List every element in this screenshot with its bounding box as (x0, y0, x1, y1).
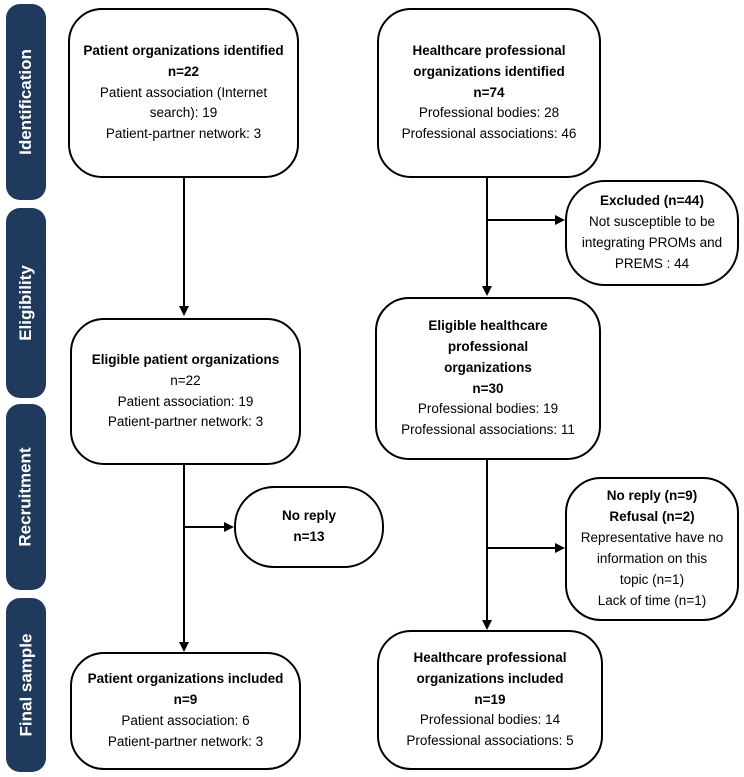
hcp-included-title1: Healthcare professional (413, 649, 567, 665)
hcp-identified-title1: Healthcare professional (412, 42, 566, 58)
patient-included-line2: Patient-partner network: 3 (107, 733, 264, 749)
patient-eligible-count: n=22 (170, 372, 201, 388)
patient-eligible-line1: Patient association: 19 (117, 393, 254, 409)
patient-included-title: Patient organizations included (87, 671, 284, 687)
hcp-organizations-identified-box: Healthcare professional organizations id… (377, 8, 601, 178)
no-reply-hcp-title1: No reply (n=9) (606, 488, 698, 504)
excluded-line3: PREMS : 44 (614, 255, 690, 271)
no-reply-hcp-line3: topic (n=1) (619, 571, 685, 587)
no-reply-patient-box: No reply n=13 (234, 486, 384, 568)
patient-identified-title: Patient organizations identified (83, 42, 284, 58)
patient-organizations-identified-box: Patient organizations identified n=22 Pa… (68, 8, 299, 178)
hcp-eligible-line1: Professional bodies: 19 (417, 401, 559, 417)
hcp-included-line1: Professional bodies: 14 (419, 712, 561, 728)
patient-eligible-line2: Patient-partner network: 3 (107, 414, 264, 430)
excluded-line2: integrating PROMs and (581, 235, 723, 250)
phase-identification: Identification (6, 4, 46, 200)
eligible-hcp-organizations-box: Eligible healthcare professional organiz… (375, 297, 601, 460)
hcp-included-line2: Professional associations: 5 (406, 733, 574, 749)
excluded-line1: Not susceptible to be (588, 214, 716, 230)
no-reply-hcp-line4: Lack of time (n=1) (597, 592, 707, 608)
no-reply-patient-title: No reply (281, 508, 336, 524)
no-reply-hcp-line2: information on this (596, 551, 708, 566)
hcp-eligible-count: n=30 (472, 380, 504, 396)
phase-final-sample: Final sample (6, 598, 46, 772)
phase-recruitment: Recruitment (6, 404, 46, 590)
patient-included-line1: Patient association: 6 (121, 713, 250, 728)
no-reply-patient-count: n=13 (293, 529, 325, 544)
hcp-included-title2: organizations included (416, 670, 564, 686)
hcp-eligible-line2: Professional associations: 11 (401, 422, 575, 438)
excluded-box: Excluded (n=44) Not susceptible to be in… (565, 180, 739, 286)
no-reply-hcp-line1: Representative have no (580, 530, 724, 546)
hcp-included-count: n=19 (474, 691, 506, 707)
patient-organizations-included-box: Patient organizations included n=9 Patie… (70, 652, 301, 770)
hcp-eligible-title2: organizations (444, 359, 532, 375)
patient-identified-line1: Patient association (Internet (99, 84, 268, 100)
no-reply-hcp-box: No reply (n=9) Refusal (n=2) Representat… (565, 477, 739, 621)
phase-eligibility: Eligibility (6, 208, 46, 398)
hcp-eligible-title1: Eligible healthcare professional (428, 317, 548, 354)
hcp-identified-line1: Professional bodies: 28 (418, 105, 560, 121)
hcp-identified-line2: Professional associations: 46 (401, 126, 577, 142)
patient-included-count: n=9 (173, 692, 198, 708)
hcp-identified-count: n=74 (473, 84, 505, 100)
patient-identified-line2: search): 19 (149, 105, 218, 121)
patient-identified-line3: Patient-partner network: 3 (105, 126, 262, 142)
patient-eligible-title: Eligible patient organizations (91, 351, 280, 367)
eligible-patient-organizations-box: Eligible patient organizations n=22 Pati… (70, 318, 301, 465)
hcp-organizations-included-box: Healthcare professional organizations in… (377, 630, 603, 770)
excluded-title: Excluded (n=44) (600, 193, 704, 209)
patient-identified-count: n=22 (167, 63, 200, 79)
hcp-identified-title2: organizations identified (413, 63, 565, 79)
no-reply-hcp-title2: Refusal (n=2) (609, 509, 695, 525)
